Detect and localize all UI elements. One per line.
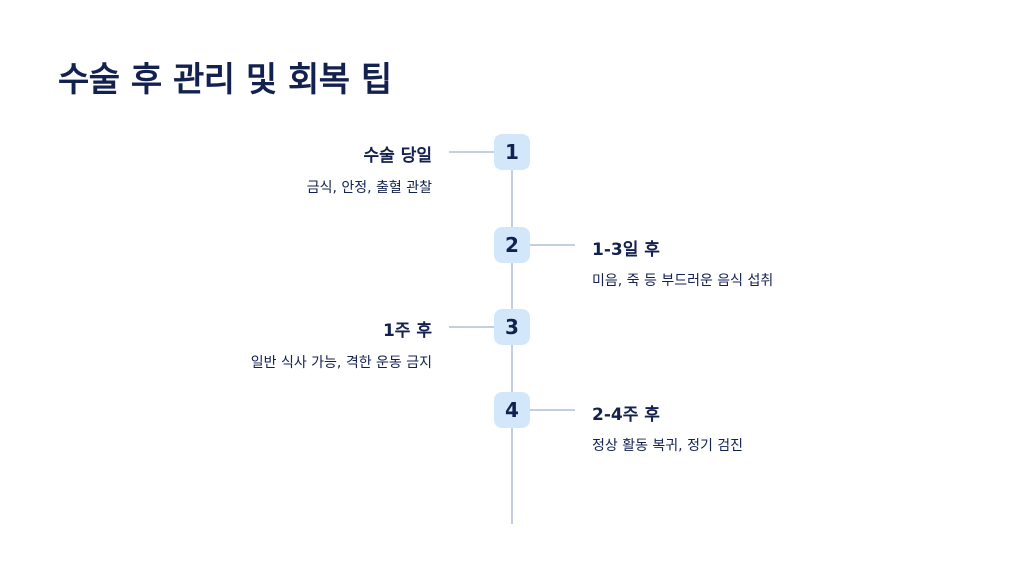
step-2-marker: 2 — [494, 227, 530, 263]
step-4-description: 정상 활동 복귀, 정기 검진 — [592, 438, 744, 454]
step-3-connector — [449, 326, 495, 328]
step-1-connector — [449, 151, 495, 153]
step-1-marker: 1 — [494, 134, 530, 170]
step-4-marker: 4 — [494, 392, 530, 428]
step-3-heading: 1주 후 — [382, 321, 432, 341]
page-title: 수술 후 관리 및 회복 팁 — [58, 60, 392, 100]
step-2-connector — [529, 244, 575, 246]
step-2-heading: 1-3일 후 — [592, 240, 660, 260]
step-3-marker: 3 — [494, 309, 530, 345]
step-1-heading: 수술 당일 — [363, 146, 432, 166]
step-4-connector — [529, 409, 575, 411]
step-2-description: 미음, 죽 등 부드러운 음식 섭취 — [592, 273, 774, 289]
step-3-description: 일반 식사 가능, 격한 운동 금지 — [250, 355, 432, 371]
step-1-description: 금식, 안정, 출혈 관찰 — [306, 180, 432, 196]
step-4-heading: 2-4주 후 — [592, 405, 660, 425]
